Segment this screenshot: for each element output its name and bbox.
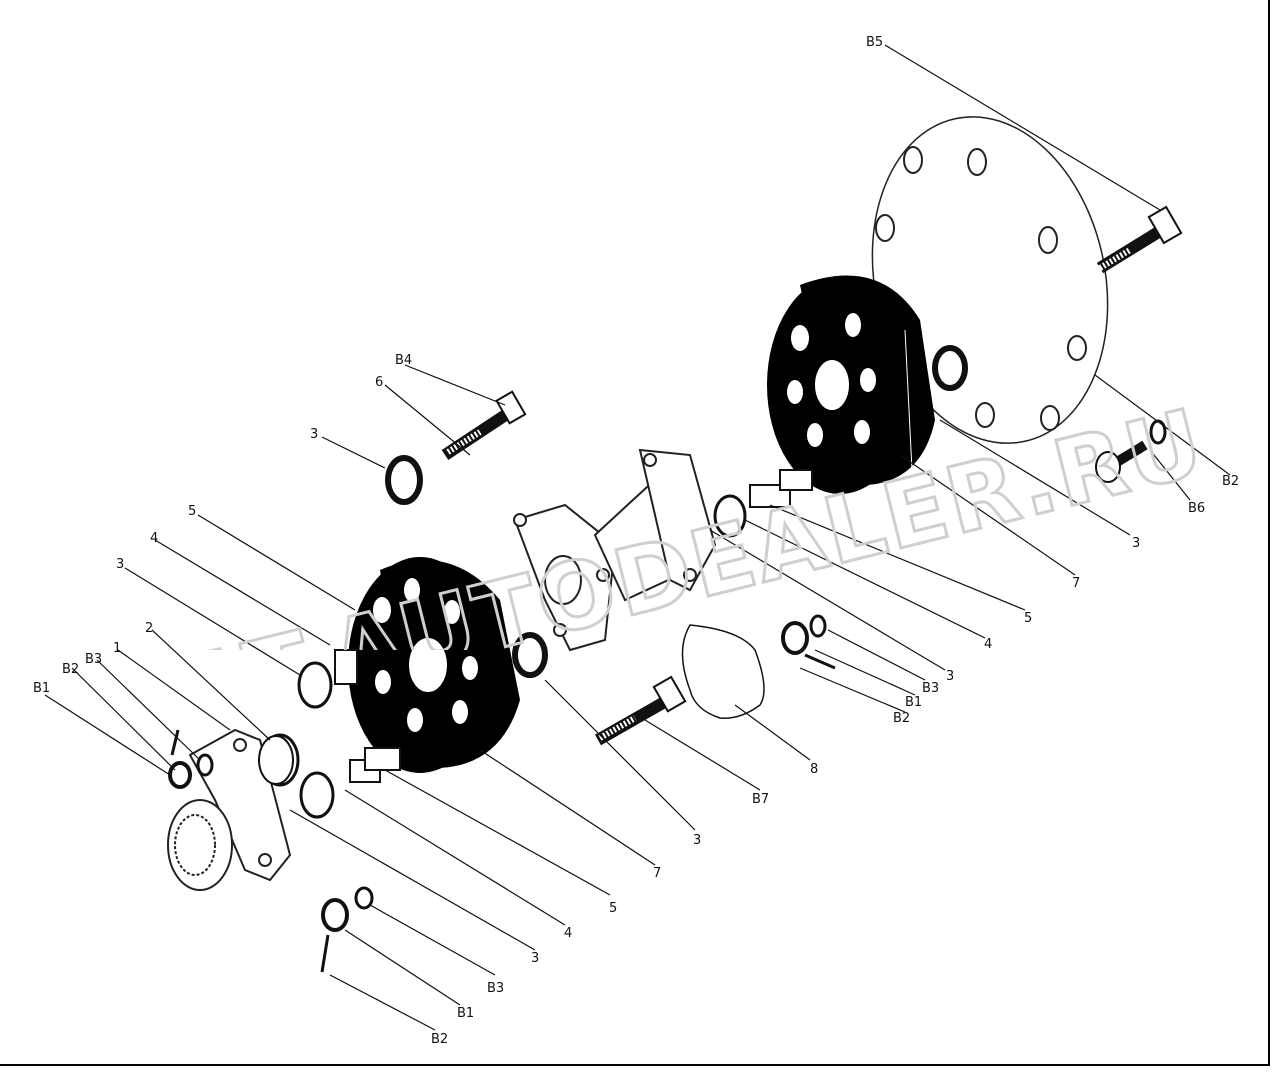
callout-8: 8: [810, 762, 818, 777]
bushings: [334, 469, 813, 783]
nuts-and-pins: [168, 614, 836, 973]
lower-coupling-disc: [348, 557, 520, 773]
callout-7-upper: 7: [1072, 576, 1080, 591]
bolt-b6: [1095, 419, 1167, 483]
callout-b1-right: B1: [905, 695, 922, 710]
callout-1: 1: [113, 641, 121, 656]
callout-b7: B7: [752, 792, 769, 807]
upper-coupling-disc: [767, 275, 935, 494]
callout-b3-left: B3: [85, 652, 102, 667]
callout-4-left: 4: [150, 531, 158, 546]
callout-3-upper: 3: [310, 427, 318, 442]
callout-b2-left: B2: [62, 662, 79, 677]
callout-b1-left: B1: [33, 681, 50, 696]
centre-yoke-shaft: [513, 448, 717, 652]
bolt-b4: [441, 390, 527, 461]
callout-b1-lower: B1: [457, 1006, 474, 1021]
callout-6: 6: [375, 375, 383, 390]
callout-b2-lower: B2: [431, 1032, 448, 1047]
rear-plate: [871, 116, 1109, 444]
callout-b3-lower: B3: [487, 981, 504, 996]
callout-3-centre: 3: [693, 833, 701, 848]
o-ring: [258, 735, 294, 785]
watermark: ACAT.AUTODEALER.RU: [31, 387, 1216, 650]
bolt-b7: [595, 675, 687, 746]
washers: [260, 345, 968, 819]
callout-b3-right: B3: [922, 681, 939, 696]
callout-labels: B5 B4 6 3 5 4 3 2 B3 1 B2 B1 B2 B6 3 7 5…: [33, 35, 1239, 1047]
callout-3-mid-right: 3: [946, 669, 954, 684]
callout-3-left: 3: [116, 557, 124, 572]
callout-b6: B6: [1188, 501, 1205, 516]
callout-4-lower: 4: [564, 926, 572, 941]
callout-4-right: 4: [984, 637, 992, 652]
callout-b2-right: B2: [1222, 474, 1239, 489]
callout-3-right: 3: [1132, 536, 1140, 551]
bolt-b5: [1096, 205, 1183, 274]
callout-5-right: 5: [1024, 611, 1032, 626]
callout-3-lower: 3: [531, 951, 539, 966]
callout-2: 2: [145, 621, 153, 636]
callout-5-lower: 5: [609, 901, 617, 916]
callout-b4: B4: [395, 353, 412, 368]
leader-lines: [44, 44, 1231, 1031]
callout-b5: B5: [866, 35, 883, 50]
locking-wire: [681, 624, 765, 719]
callout-5-left: 5: [188, 504, 196, 519]
callout-b2-mid-right: B2: [893, 711, 910, 726]
callout-7-lower: 7: [653, 866, 661, 881]
